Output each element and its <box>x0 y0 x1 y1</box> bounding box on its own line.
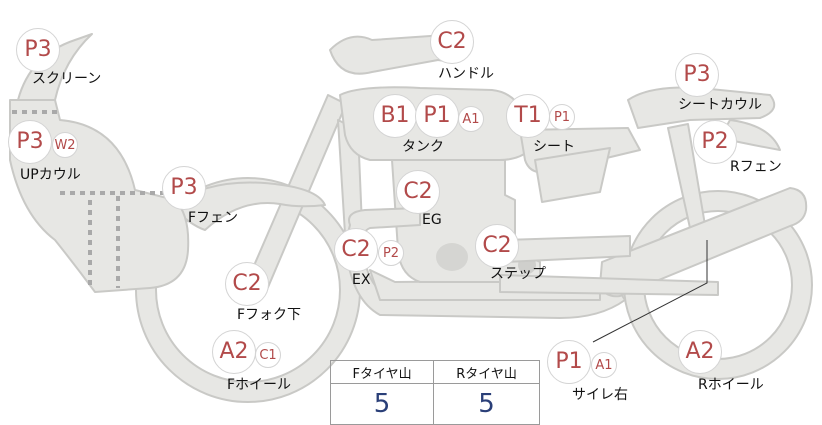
f-wheel-label: Fホイール <box>227 377 292 393</box>
screen-grade-badge: P3 <box>16 28 60 72</box>
seat-sub-badge: P1 <box>549 104 575 130</box>
r-fender-label: Rフェン <box>730 159 782 175</box>
r-wheel-label: Rホイール <box>698 377 764 393</box>
step-label: ステップ <box>490 266 546 282</box>
ex-label: EX <box>352 272 371 288</box>
step-grade-badge: C2 <box>475 224 519 268</box>
up-cowl-grade-badge: P3 <box>8 120 52 164</box>
up-cowl-label: UPカウル <box>20 167 81 183</box>
front-tire-tread-value: 5 <box>329 383 435 425</box>
handle-label: ハンドル <box>438 66 494 82</box>
tank-label: タンク <box>402 139 444 155</box>
seat-cowl-grade-badge: P3 <box>675 53 719 97</box>
f-wheel-grade-badge: A2 <box>212 330 256 374</box>
rear-tire-tread-value: 5 <box>433 383 540 425</box>
rear-tire-tread-header: Rタイヤ山 <box>433 360 540 384</box>
front-fender-shape <box>169 181 326 231</box>
f-wheel-sub-badge: C1 <box>255 342 281 368</box>
seat-cowl-label: シートカウル <box>678 97 762 113</box>
swingarm-shape <box>499 274 719 296</box>
f-fender-label: Fフェン <box>188 210 239 226</box>
eg-grade-badge: C2 <box>396 170 440 214</box>
screen-label: スクリーン <box>32 71 102 87</box>
muffler-right-grade-badge: P1 <box>547 340 591 384</box>
tank-sub-badge: A1 <box>458 106 484 132</box>
r-wheel-grade-badge: A2 <box>678 330 722 374</box>
seat-label: シート <box>533 139 575 155</box>
screen-shape <box>17 33 93 101</box>
tank-grade-badge-1: B1 <box>373 94 417 138</box>
front-tire-tread-header: Fタイヤ山 <box>329 360 435 384</box>
engine-cover-shape <box>436 243 468 271</box>
ex-grade-badge: C2 <box>334 228 378 272</box>
tire-tread-table: Fタイヤ山 Rタイヤ山 5 5 <box>329 360 540 425</box>
handle-grade-badge: C2 <box>430 20 474 64</box>
up-cowl-sub-badge: W2 <box>52 132 78 158</box>
muffler-right-label: サイレ右 <box>572 387 628 403</box>
side-cover-shape <box>534 147 611 203</box>
f-fork-label: Fフォク下 <box>237 307 302 323</box>
seat-cowl-shape <box>627 86 776 129</box>
seat-grade-badge: T1 <box>506 94 550 138</box>
f-fork-grade-badge: C2 <box>225 262 269 306</box>
ex-sub-badge: P2 <box>378 240 404 266</box>
eg-label: EG <box>422 212 442 228</box>
muffler-right-sub-badge: A1 <box>591 352 617 378</box>
tank-grade-badge-2: P1 <box>415 94 459 138</box>
r-fender-grade-badge: P2 <box>693 120 737 164</box>
f-fender-grade-badge: P3 <box>162 166 206 210</box>
muffler-leader-line <box>592 240 708 343</box>
